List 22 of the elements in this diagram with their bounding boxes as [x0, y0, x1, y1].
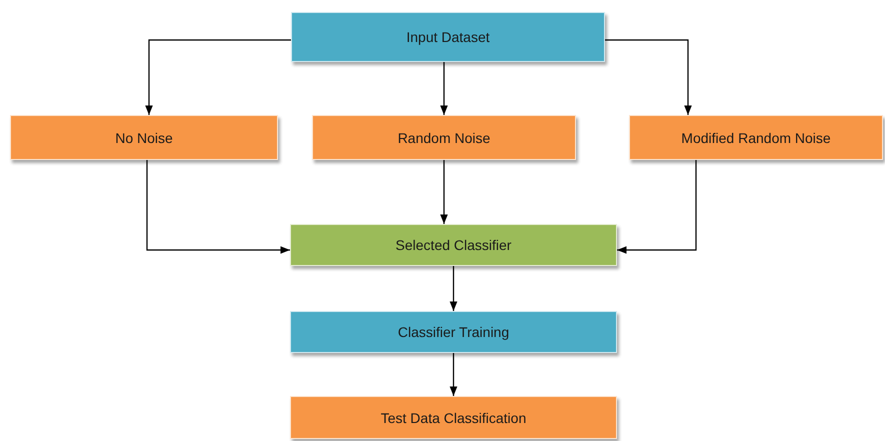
process-box — [312, 115, 576, 160]
box-label: No Noise — [114, 130, 174, 146]
arrow — [450, 266, 458, 311]
arrow — [617, 160, 697, 254]
process-box — [290, 224, 617, 266]
process-box — [291, 12, 605, 62]
arrow — [440, 160, 448, 224]
process-box — [10, 115, 278, 160]
process-box — [290, 311, 617, 353]
box-label: Random Noise — [396, 130, 492, 146]
box-label: Modified Random Noise — [680, 130, 832, 146]
box-label: Classifier Training — [396, 324, 510, 340]
process-box — [290, 396, 617, 439]
box-label: Input Dataset — [405, 29, 491, 45]
arrow — [605, 39, 692, 115]
box-label: Selected Classifier — [394, 237, 512, 253]
arrow — [450, 353, 458, 396]
box-label: Test Data Classification — [380, 410, 528, 426]
arrow — [146, 160, 290, 254]
arrow — [145, 39, 291, 115]
process-box — [629, 115, 883, 160]
arrow — [440, 62, 448, 115]
